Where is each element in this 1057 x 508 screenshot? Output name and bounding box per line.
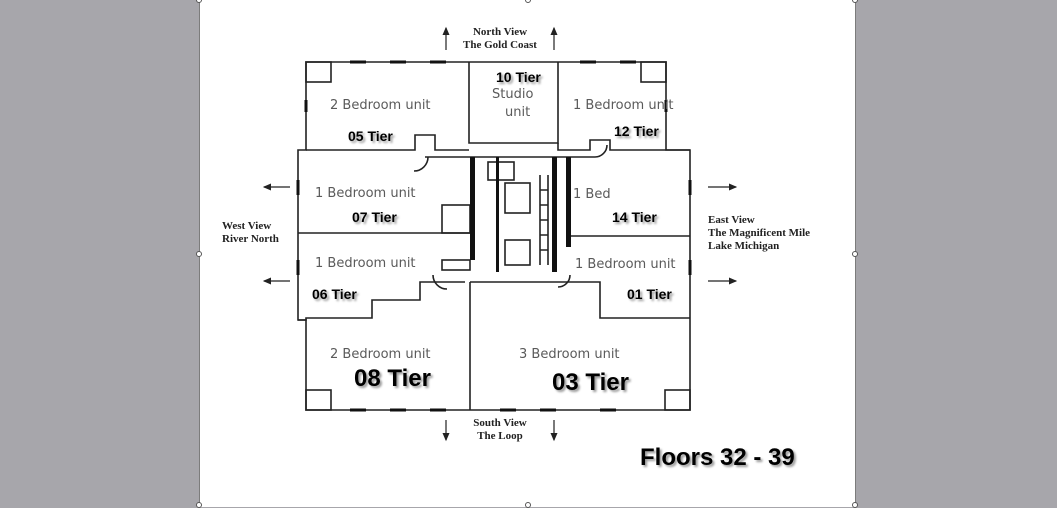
handle-top-left[interactable] (196, 0, 202, 3)
floor-plan-drawing (262, 26, 738, 442)
tier-08-label: 08 Tier (354, 365, 431, 392)
unit-s2-label: 2 Bedroom unit (330, 347, 431, 362)
north-view-line-1: North View (472, 26, 528, 38)
handle-bottom-mid[interactable] (525, 502, 531, 508)
tier-14-label: 14 Tier (612, 209, 657, 225)
unit-s3-label: 3 Bedroom unit (519, 347, 620, 362)
south-view-line-1: South View (473, 417, 527, 429)
tier-12-label: 12 Tier (614, 123, 659, 139)
handle-top-right[interactable] (852, 0, 858, 3)
north-view-label: North View The Gold Coast (450, 26, 550, 52)
diagram-canvas[interactable]: North View The Gold Coast South View The… (196, 0, 858, 508)
studio-label-line-2: unit (505, 105, 531, 120)
unit-e-label: 1 Bed (573, 187, 611, 202)
unit-sw-label: 1 Bedroom unit (315, 256, 416, 271)
east-view-line-1: East View (708, 214, 755, 226)
handle-bottom-right[interactable] (852, 502, 858, 508)
tier-10-label: 10 Tier (496, 69, 541, 85)
handle-bottom-left[interactable] (196, 502, 202, 508)
tier-05-label: 05 Tier (348, 128, 393, 144)
unit-nw-label: 2 Bedroom unit (330, 98, 431, 113)
studio-label-line-1: Studio (492, 87, 534, 102)
tier-06-label: 06 Tier (312, 286, 357, 302)
tier-07-label: 07 Tier (352, 209, 397, 225)
east-view-label: East View The Magnificent Mile Lake Mich… (708, 214, 810, 253)
floors-label: Floors 32 - 39 (640, 444, 795, 471)
unit-w-label: 1 Bedroom unit (315, 186, 416, 201)
handle-mid-right[interactable] (852, 251, 858, 257)
west-view-label: West View River North (222, 220, 279, 246)
east-view-line-2: The Magnificent Mile (708, 227, 811, 239)
west-view-line-2: River North (222, 233, 279, 245)
south-view-line-2: The Loop (477, 430, 523, 442)
south-view-label: South View The Loop (450, 417, 550, 443)
north-view-line-2: The Gold Coast (463, 39, 537, 51)
west-view-line-1: West View (222, 220, 272, 232)
tier-01-label: 01 Tier (627, 286, 672, 302)
handle-mid-left[interactable] (196, 251, 202, 257)
east-view-line-3: Lake Michigan (708, 240, 780, 252)
unit-ne-label: 1 Bedroom unit (573, 98, 674, 113)
tier-03-label: 03 Tier (552, 369, 629, 396)
handle-top-mid[interactable] (525, 0, 531, 3)
unit-se-label: 1 Bedroom unit (575, 257, 676, 272)
